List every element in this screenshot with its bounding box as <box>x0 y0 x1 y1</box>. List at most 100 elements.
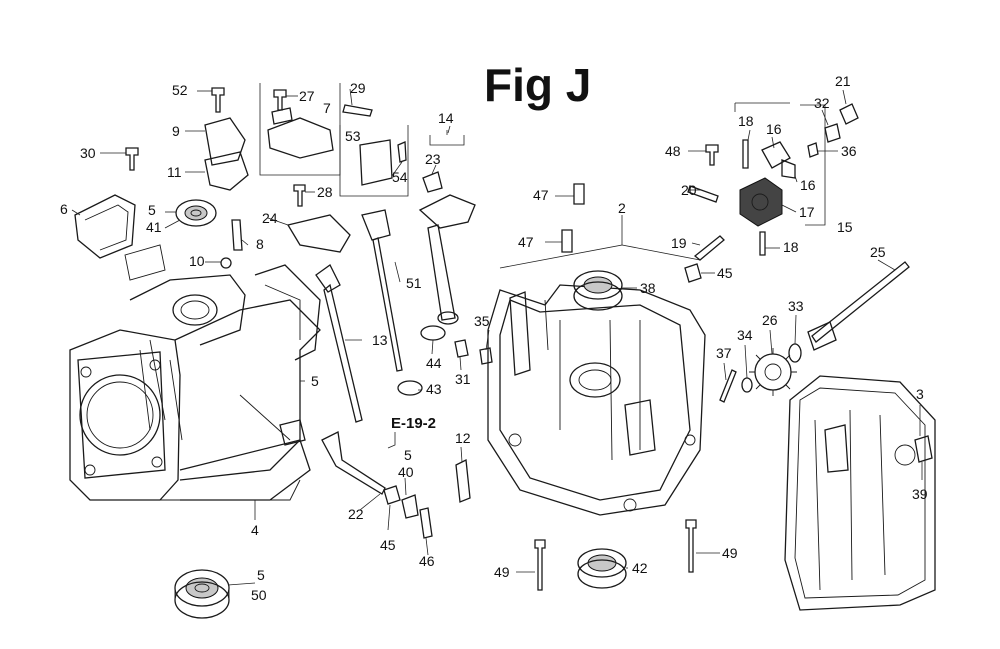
plate-11 <box>204 151 249 191</box>
callout-45a: 45 <box>380 537 396 553</box>
seal-39 <box>914 435 933 463</box>
callout-43: 43 <box>426 381 442 397</box>
oil-dipstick-51 <box>361 209 403 372</box>
callout-19: 19 <box>671 235 687 251</box>
callout-5d: 5 <box>257 567 265 583</box>
callout-51: 51 <box>406 275 422 291</box>
callout-8: 8 <box>256 236 264 252</box>
callout-18a: 18 <box>738 113 754 129</box>
callout-47a: 47 <box>533 187 549 203</box>
rod-22 <box>321 431 386 495</box>
callout-37: 37 <box>716 345 732 361</box>
callout-45b: 45 <box>717 265 733 281</box>
callout-32: 32 <box>814 95 830 111</box>
callout-27: 27 <box>299 88 315 104</box>
callout-50: 50 <box>251 587 267 603</box>
shaft-19 <box>693 235 725 261</box>
callout-11: 11 <box>167 164 182 180</box>
case-inset-3 <box>784 375 936 611</box>
spring-37 <box>719 369 737 403</box>
callout-29: 29 <box>350 80 366 96</box>
cross-reference-label: E-19-2 <box>391 415 436 432</box>
bolt-49b <box>685 519 697 573</box>
callout-13: 13 <box>372 332 388 348</box>
bolt-54 <box>397 141 407 163</box>
dowel-pin-47a <box>573 183 585 205</box>
callout-48: 48 <box>665 143 681 159</box>
o-ring-43 <box>397 380 423 396</box>
callout-44: 44 <box>426 355 442 371</box>
callout-30: 30 <box>80 145 96 161</box>
bolt-31 <box>454 339 469 358</box>
callout-54: 54 <box>392 169 408 185</box>
o-ring-44 <box>420 325 446 341</box>
bolt-52 <box>211 87 225 113</box>
callout-28: 28 <box>317 184 333 200</box>
check-ball-10 <box>220 257 232 269</box>
callout-14: 14 <box>438 110 454 126</box>
dowel-pin-47b <box>561 229 573 253</box>
bolt-21 <box>839 103 859 125</box>
shaft-20 <box>687 185 719 203</box>
callout-23: 23 <box>425 151 441 167</box>
callout-6: 6 <box>60 201 68 217</box>
bolt-48 <box>705 144 719 166</box>
callout-33: 33 <box>788 298 804 314</box>
plug-12 <box>455 458 471 503</box>
callout-24: 24 <box>262 210 278 226</box>
callout-4: 4 <box>251 522 259 538</box>
washer-36 <box>807 142 819 158</box>
callout-12: 12 <box>455 430 471 446</box>
callout-34: 34 <box>737 327 753 343</box>
callout-40: 40 <box>398 464 414 480</box>
callout-36: 36 <box>841 143 857 159</box>
leader-lines <box>71 88 923 586</box>
bearing-41 <box>175 199 217 227</box>
clip-46 <box>419 507 433 539</box>
callout-9: 9 <box>172 123 180 139</box>
dipstick-13 <box>315 264 363 423</box>
washer-45 <box>684 263 702 283</box>
callout-31: 31 <box>455 371 471 387</box>
washer-34 <box>741 377 753 393</box>
breather-cover <box>74 194 136 259</box>
callout-5c: 5 <box>404 447 412 463</box>
cylinder-block <box>69 244 321 501</box>
callout-49a: 49 <box>494 564 510 580</box>
callout-35: 35 <box>474 313 490 329</box>
nut-45 <box>383 485 401 505</box>
governor-assembly-15 <box>739 139 796 256</box>
bearing-50 <box>174 569 230 619</box>
figure-title: Fig J <box>484 59 592 111</box>
callout-47b: 47 <box>518 234 534 250</box>
bracket-24 <box>286 214 351 253</box>
callout-41: 41 <box>146 219 162 235</box>
callout-26: 26 <box>762 312 778 328</box>
callout-5a: 5 <box>148 202 156 218</box>
callout-39: 39 <box>912 486 928 502</box>
bearing-38 <box>573 270 623 311</box>
callout-49b: 49 <box>722 545 738 561</box>
callout-2: 2 <box>618 200 626 216</box>
crankcase-cover-2 <box>487 284 706 516</box>
callout-22: 22 <box>348 506 364 522</box>
bolt-30 <box>125 147 139 171</box>
callout-5b: 5 <box>311 373 319 389</box>
callout-25: 25 <box>870 244 886 260</box>
callout-16b: 16 <box>800 177 816 193</box>
callout-10: 10 <box>189 253 205 269</box>
callout-42: 42 <box>632 560 648 576</box>
bracket-53 <box>359 139 393 186</box>
plate-9 <box>204 117 246 166</box>
callout-38: 38 <box>640 280 656 296</box>
washer-33 <box>788 343 802 363</box>
collar-40 <box>401 494 419 519</box>
callout-53: 53 <box>345 128 361 144</box>
callout-7: 7 <box>323 100 331 116</box>
washer-35 <box>479 347 493 365</box>
callout-3: 3 <box>916 386 924 402</box>
camshaft-25 <box>811 261 910 343</box>
callout-16a: 16 <box>766 121 782 137</box>
callout-15: 15 <box>837 219 853 235</box>
